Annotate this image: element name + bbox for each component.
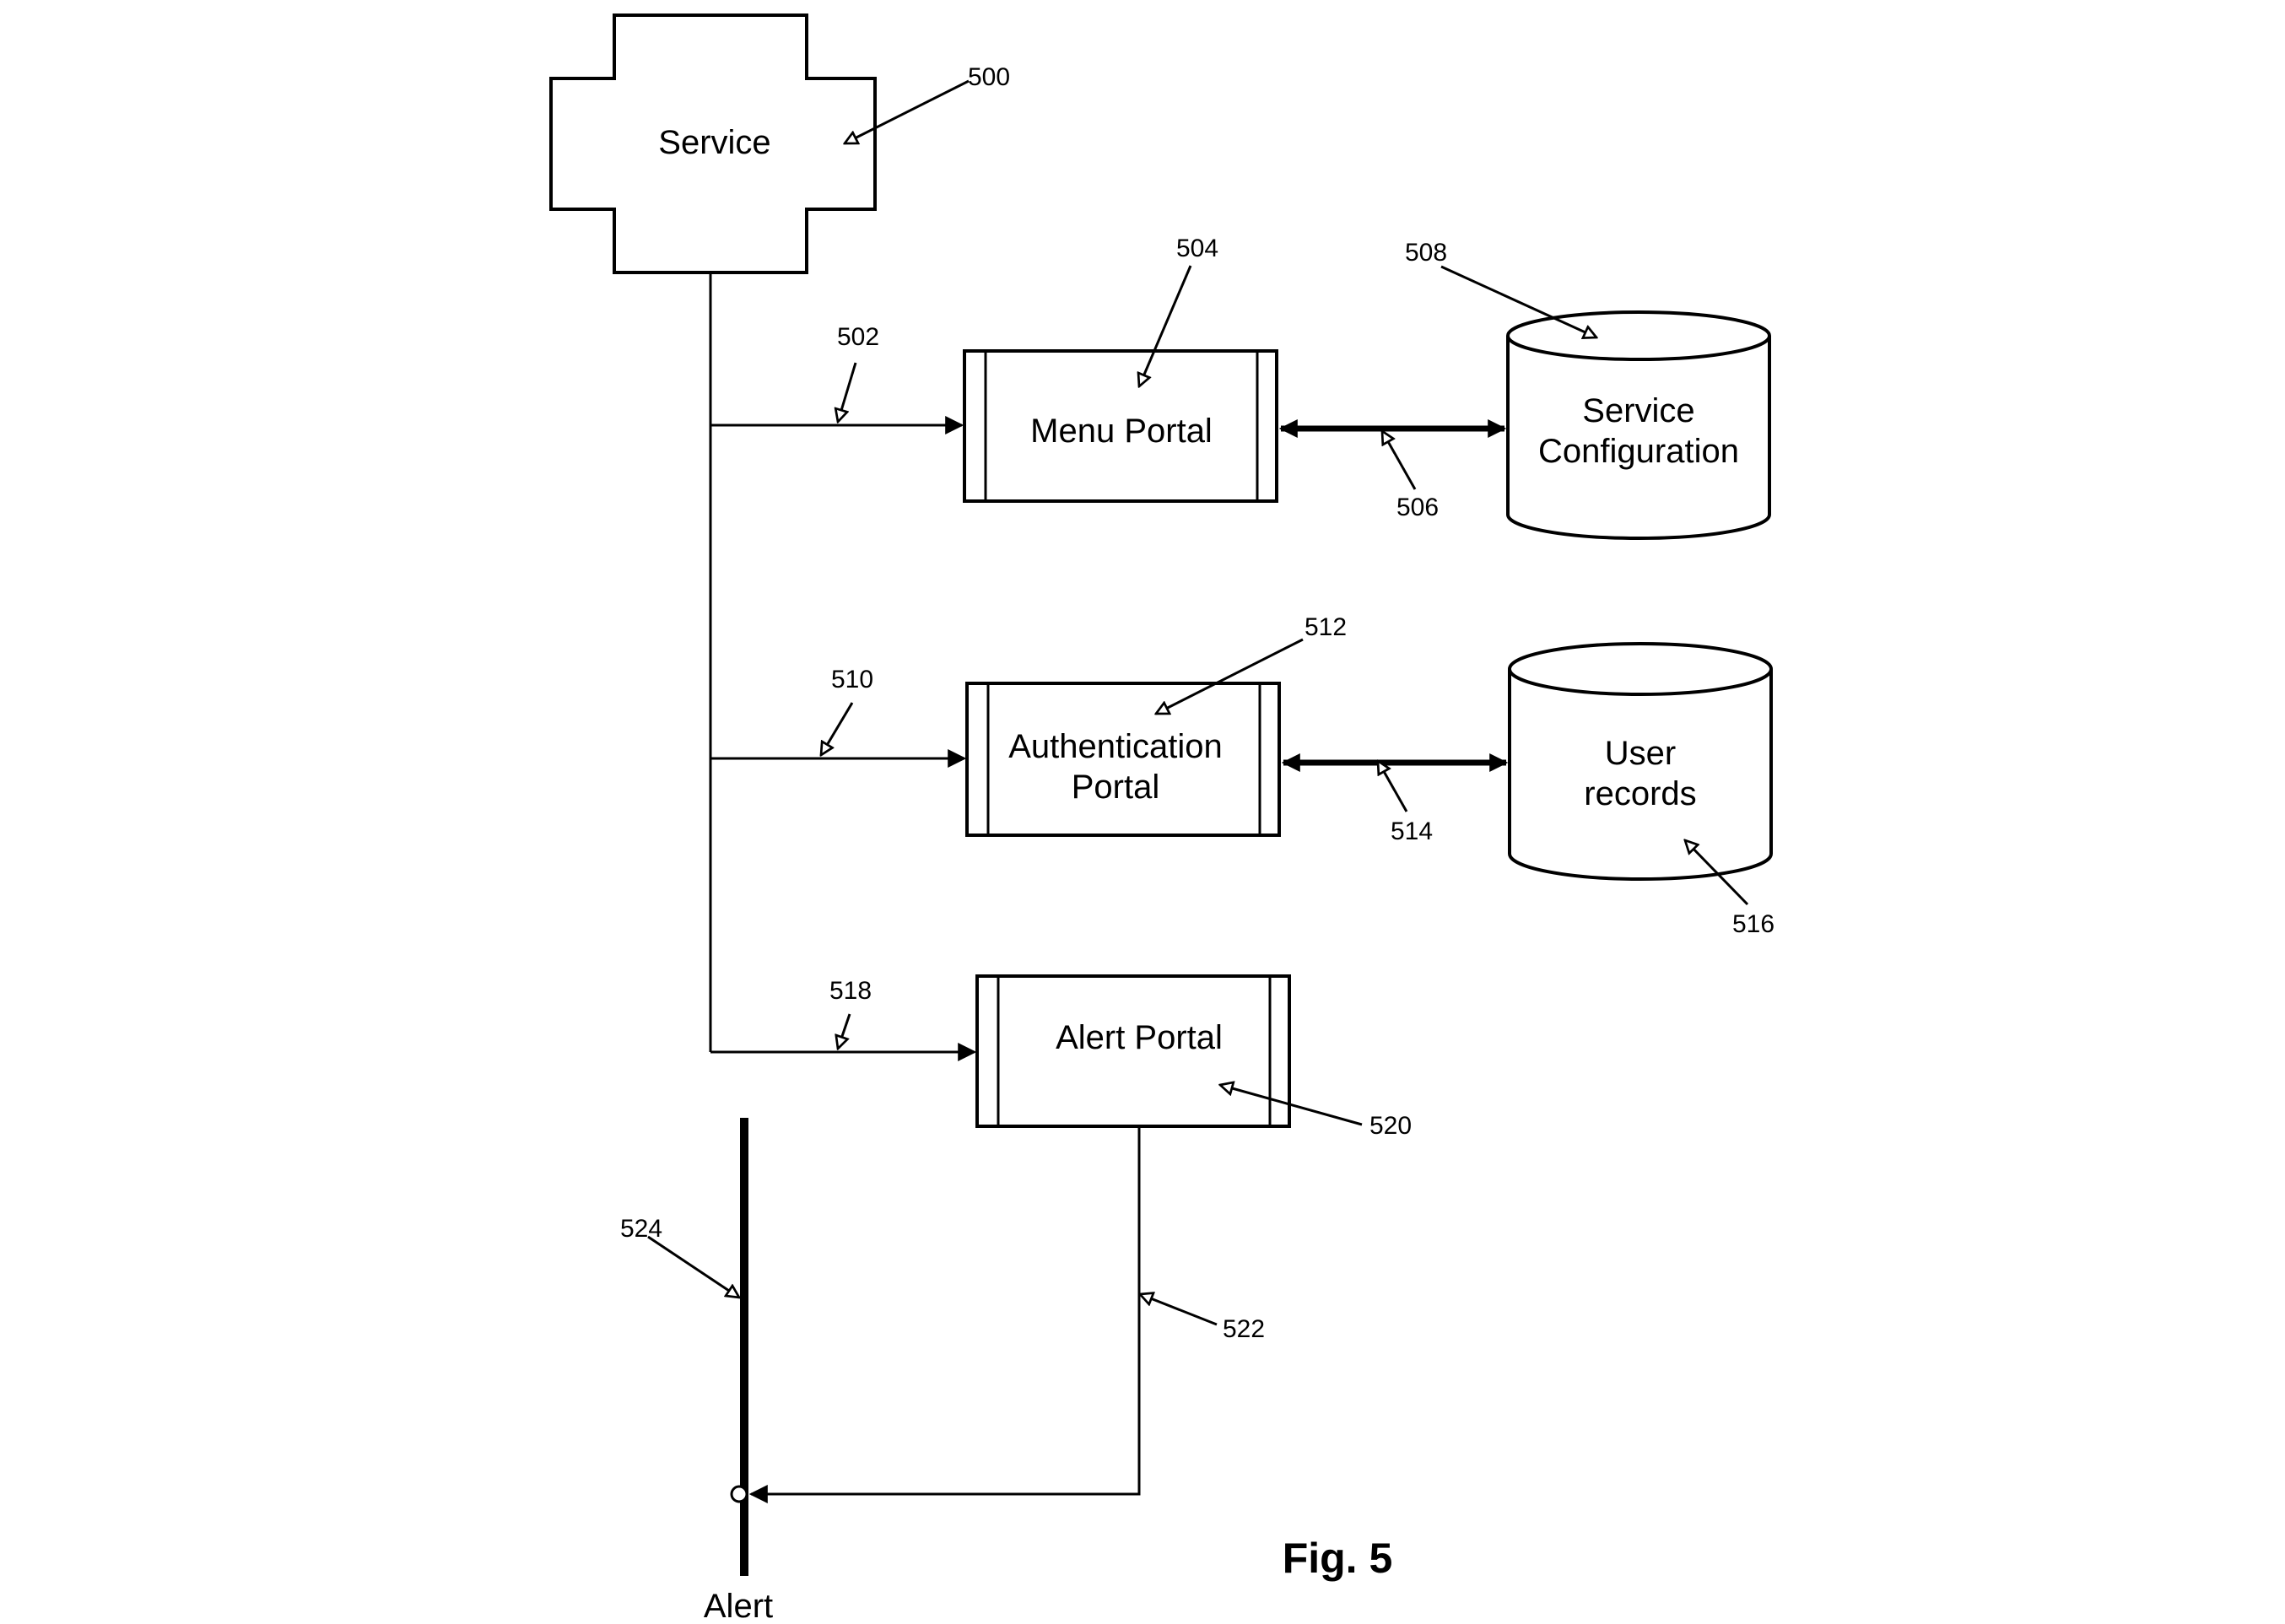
authentication-portal-node: Authentication Portal [965,682,1281,837]
ref-518: 518 [829,977,872,1005]
ref-506: 506 [1396,494,1439,521]
user-records-database: User records [1508,642,1773,881]
service-node: Service [549,13,877,274]
authentication-portal-box [965,682,1281,837]
ref-520: 520 [1369,1112,1412,1140]
ref-508: 508 [1405,239,1447,267]
ref-522: 522 [1223,1315,1265,1343]
service-cross-shape [549,13,877,274]
ref-504: 504 [1176,235,1218,262]
ref-514: 514 [1391,817,1433,845]
ref-510: 510 [831,666,873,693]
service-configuration-label-line1: Service [1582,392,1694,429]
ref-500: 500 [968,63,1010,91]
alert-portal-box [975,974,1291,1128]
alert-portal-label: Alert Portal [1056,1019,1223,1056]
menu-portal-box [963,349,1278,503]
figure-label: Fig. 5 [1283,1535,1393,1582]
reference-leaders [647,79,1749,1326]
alert-label: Alert [704,1588,773,1624]
connector-522 [748,1126,1141,1503]
reference-numerals: 500 502 504 506 508 510 512 514 516 518 … [620,63,1775,1343]
alert-portal-node: Alert Portal [975,974,1291,1128]
user-records-label-line2: records [1584,775,1696,812]
ref-524: 524 [620,1215,662,1243]
service-configuration-database: Service Configuration [1506,310,1771,540]
service-label: Service [658,124,770,161]
ref-502: 502 [837,323,879,351]
alert-junction [730,1485,748,1503]
service-configuration-label-line2: Configuration [1538,433,1739,470]
user-records-label-line1: User [1605,735,1676,772]
menu-portal-node: Menu Portal [963,349,1278,503]
ref-516: 516 [1732,910,1775,938]
authentication-portal-label-line1: Authentication [1008,728,1223,765]
authentication-portal-label-line2: Portal [1072,769,1160,806]
menu-portal-label: Menu Portal [1030,413,1213,450]
ref-512: 512 [1305,613,1347,641]
